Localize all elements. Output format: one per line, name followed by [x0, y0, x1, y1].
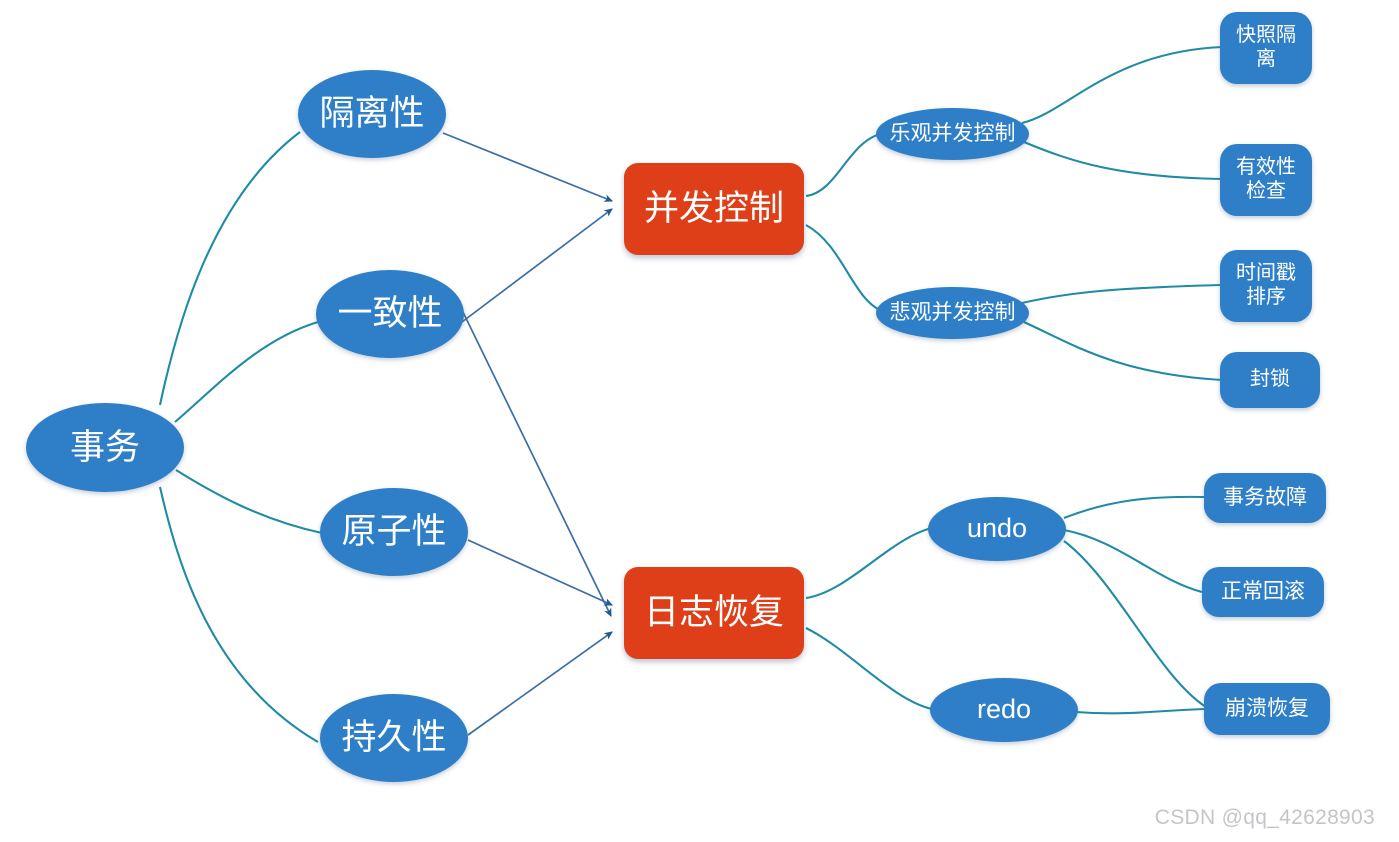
node-consistency[interactable]: 一致性 [316, 270, 464, 358]
node-locking[interactable]: 封锁 [1220, 352, 1320, 408]
node-root[interactable]: 事务 [26, 403, 184, 492]
node-undo[interactable]: undo [928, 497, 1066, 561]
node-concurrency-control[interactable]: 并发控制 [624, 163, 804, 255]
edge-group-log-children [805, 526, 933, 711]
node-log-recovery[interactable]: 日志恢复 [624, 567, 804, 659]
node-pessimistic-concurrency-control[interactable]: 悲观并发控制 [876, 287, 1029, 339]
edge-group-redo-children [1075, 707, 1207, 715]
node-atomicity[interactable]: 原子性 [320, 488, 468, 576]
node-optimistic-concurrency-control[interactable]: 乐观并发控制 [876, 108, 1029, 160]
node-redo[interactable]: redo [930, 678, 1078, 742]
edge-group-concurrency-children [805, 131, 885, 313]
watermark: CSDN @qq_42628903 [1154, 806, 1375, 829]
edge-group-undo-children [1063, 495, 1207, 708]
node-transaction-failure[interactable]: 事务故障 [1204, 473, 1326, 523]
node-durability[interactable]: 持久性 [320, 694, 468, 782]
node-normal-rollback[interactable]: 正常回滚 [1202, 567, 1324, 617]
edge-group-root-to-level1 [158, 131, 323, 743]
node-isolation[interactable]: 隔离性 [298, 70, 446, 158]
node-crash-recovery[interactable]: 崩溃恢复 [1204, 683, 1330, 735]
node-timestamp-ordering[interactable]: 时间戳 排序 [1220, 250, 1312, 322]
edge-group-level1-to-accent [442, 132, 614, 736]
edge-group-optimistic-children [1021, 45, 1223, 181]
node-snapshot-isolation[interactable]: 快照隔 离 [1220, 12, 1312, 84]
edge-group-pessimistic-children [1021, 283, 1223, 382]
node-validity-check[interactable]: 有效性 检查 [1220, 144, 1312, 216]
